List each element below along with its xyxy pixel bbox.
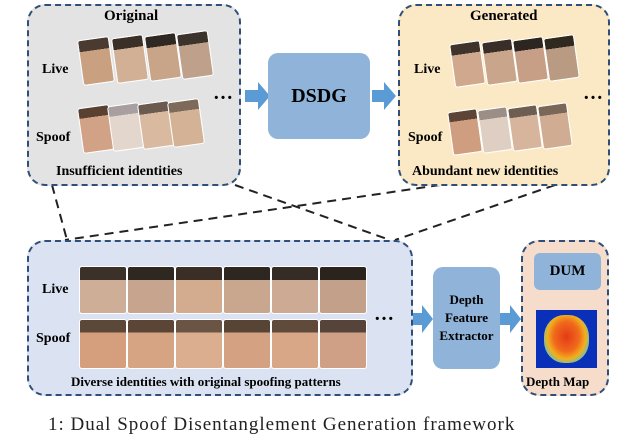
extractor-line-3: Extractor <box>439 328 494 343</box>
arrow-dsdg-to-generated <box>372 82 396 110</box>
generated-spoof-face-4 <box>537 102 573 150</box>
diverse-spoof-face-2 <box>127 319 175 369</box>
generated-title: Generated <box>470 8 538 24</box>
extractor-line-2: Feature <box>444 310 489 325</box>
diverse-caption: Diverse identities with original spoofin… <box>71 374 341 389</box>
figure-caption: 1: Dual Spoof Disentanglement Generation… <box>48 414 516 435</box>
diverse-spoof-face-3 <box>175 319 223 369</box>
diverse-live-face-4 <box>223 266 271 314</box>
original-title: Original <box>104 8 159 24</box>
original-live-face-1 <box>76 35 116 87</box>
diverse-spoof-face-5 <box>271 319 319 369</box>
original-panel <box>27 4 241 186</box>
diverse-spoof-face-4 <box>223 319 271 369</box>
diverse-panel <box>27 240 413 396</box>
diverse-live-face-5 <box>271 266 319 314</box>
extractor-line-1: Depth <box>449 292 484 307</box>
original-live-face-2 <box>110 33 150 85</box>
original-spoof-face-4 <box>166 97 206 149</box>
dum-box: DUM <box>534 253 601 290</box>
generated-panel <box>398 4 610 186</box>
connector-left-dashed <box>51 184 68 241</box>
generated-live-face-4 <box>543 34 580 82</box>
diverse-spoof-label: Spoof <box>36 331 71 346</box>
generated-more-dots: … <box>583 82 604 104</box>
generated-live-label: Live <box>414 62 441 77</box>
connector-diag-2 <box>64 184 441 241</box>
original-live-face-4 <box>175 29 215 81</box>
diverse-live-face-3 <box>175 266 223 314</box>
diverse-live-face-6 <box>319 266 367 314</box>
connector-diag-1 <box>234 184 391 241</box>
depth-map-image <box>536 310 597 368</box>
generated-live-face-1 <box>449 40 486 88</box>
diverse-more-dots: … <box>374 303 395 325</box>
dsdg-box: DSDG <box>268 53 370 139</box>
connector-right-dashed <box>394 184 556 241</box>
diverse-live-face-1 <box>79 266 127 314</box>
arrow-original-to-dsdg <box>245 82 270 110</box>
diverse-live-label: Live <box>42 282 69 297</box>
generated-spoof-label: Spoof <box>408 130 443 145</box>
original-caption: Insufficient identities <box>56 164 183 179</box>
diverse-live-face-2 <box>127 266 175 314</box>
generated-caption: Abundant new identities <box>412 164 559 179</box>
depth-map-caption: Depth Map <box>526 374 590 389</box>
original-more-dots: … <box>213 82 234 104</box>
diverse-spoof-face-6 <box>319 319 367 369</box>
arrow-extractor-to-depthmap <box>500 305 521 333</box>
original-live-label: Live <box>42 62 69 77</box>
depth-feature-extractor-box: Depth Feature Extractor <box>433 267 500 369</box>
original-spoof-label: Spoof <box>36 130 71 145</box>
arrow-diverse-to-extractor <box>412 305 433 333</box>
diverse-spoof-face-1 <box>79 319 127 369</box>
